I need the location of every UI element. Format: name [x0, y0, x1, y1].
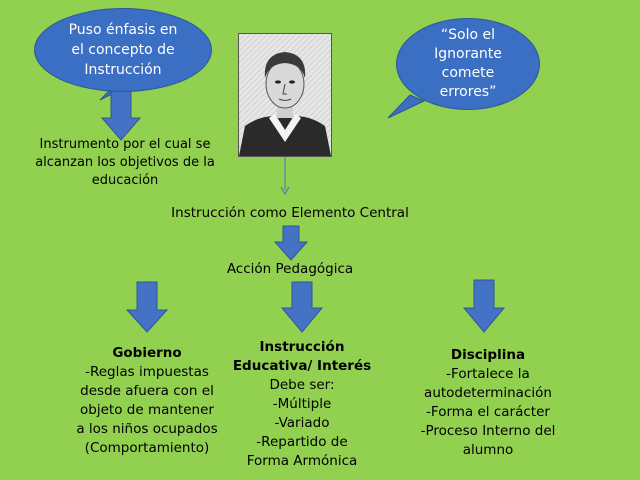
disciplina-line-2: autodeterminación [424, 385, 552, 401]
arrow-down-central [273, 225, 309, 261]
arrow-down-gobierno [125, 281, 169, 333]
emphasis-bubble: Puso énfasis en el concepto de Instrucci… [34, 8, 212, 92]
instruccion-title-2: Educativa/ Interés [232, 358, 372, 374]
arrow-down-instruccion [280, 281, 324, 333]
instruccion-line-3: -Variado [274, 415, 330, 431]
disciplina-line-5: alumno [462, 442, 514, 458]
emphasis-line-1: Puso énfasis en [68, 22, 178, 38]
quote-line-4: errores” [439, 84, 497, 100]
instrument-line-1: Instrumento por el cual se [39, 137, 211, 152]
gobierno-line-2: desde afuera con el [80, 383, 214, 399]
gobierno-title: Gobierno [112, 345, 182, 361]
pedagogic-action-label: Acción Pedagógica [226, 261, 354, 277]
gobierno-line-3: objeto de mantener [80, 402, 214, 418]
portrait-image [238, 33, 332, 157]
disciplina-line-1: -Fortalece la [446, 366, 530, 382]
quote-bubble: “Solo el Ignorante comete errores” [396, 18, 540, 110]
quote-line-2: Ignorante [434, 46, 502, 62]
instrument-line-3: educación [91, 173, 159, 188]
gobierno-line-5: (Comportamiento) [84, 440, 210, 456]
disciplina-box: Disciplina -Fortalece la autodeterminaci… [406, 346, 570, 460]
instruccion-box: Instrucción Educativa/ Interés Debe ser:… [222, 338, 382, 471]
portrait-connector-head [280, 186, 290, 196]
instruccion-line-5: Forma Armónica [246, 453, 358, 469]
gobierno-line-1: -Reglas impuestas [85, 364, 209, 380]
disciplina-line-4: -Proceso Interno del [420, 423, 556, 439]
arrow-down-bubble [100, 89, 142, 141]
instruccion-title-1: Instrucción [259, 339, 345, 355]
right-bubble-tail [387, 94, 426, 119]
instrument-line-2: alcanzan los objetivos de la [35, 155, 215, 170]
emphasis-line-2: el concepto de [71, 42, 175, 58]
quote-line-1: “Solo el [440, 27, 496, 43]
gobierno-box: Gobierno -Reglas impuestas desde afuera … [62, 344, 232, 458]
emphasis-line-3: Instrucción [84, 62, 162, 78]
instruccion-line-1: Debe ser: [269, 377, 335, 393]
disciplina-line-3: -Forma el carácter [426, 404, 550, 420]
gobierno-line-4: a los niños ocupados [76, 421, 218, 437]
quote-line-3: comete [441, 65, 495, 81]
disciplina-title: Disciplina [450, 347, 526, 363]
instrument-text: Instrumento por el cual se alcanzan los … [30, 136, 220, 190]
arrow-down-disciplina [462, 279, 506, 333]
central-element-label: Instrucción como Elemento Central [171, 205, 409, 221]
instruccion-line-4: -Repartido de [256, 434, 348, 450]
instruccion-line-2: -Múltiple [272, 396, 332, 412]
